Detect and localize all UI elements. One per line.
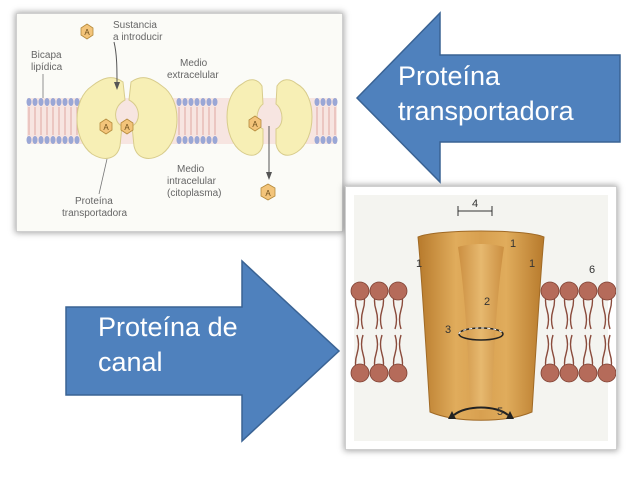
lipid-head <box>74 98 80 106</box>
channel-protein-image: 4 1 1 1 6 2 3 5 <box>346 187 616 449</box>
carrier-protein-open-outward: A A <box>76 77 178 159</box>
protein-label-2: transportadora <box>62 208 127 219</box>
lipid-head <box>369 363 389 383</box>
channel-protein-diagram: 4 1 1 1 6 2 3 5 <box>346 187 616 449</box>
molecule-label: A <box>84 28 90 37</box>
lipid-head <box>350 281 370 301</box>
channel-protein <box>417 230 545 421</box>
channel-protein-label-line1: Proteína de <box>98 312 238 342</box>
label-2: 2 <box>484 296 490 308</box>
extracellular-label-2: extracelular <box>167 70 219 81</box>
lipid-head <box>212 136 218 144</box>
molecule-label: A <box>265 189 271 198</box>
lipid-head <box>578 363 598 383</box>
carrier-protein-image: A A A Sustancia a introducir Bicapa lipí… <box>17 14 342 231</box>
lipid-head <box>188 98 194 106</box>
intracellular-label: Medio <box>177 164 205 175</box>
label-4: 4 <box>472 198 478 210</box>
lipid-head <box>74 136 80 144</box>
lipid-head <box>62 98 68 106</box>
channel-protein-label: Proteína de canal <box>98 310 238 380</box>
lipid-head <box>559 281 579 301</box>
label-1-right: 1 <box>529 258 535 270</box>
lipid-head <box>332 136 338 144</box>
lipid-head <box>44 136 50 144</box>
lipid-head <box>188 136 194 144</box>
lipid-bilayer <box>350 281 616 383</box>
molecule-label: A <box>252 120 258 129</box>
lipid-head <box>326 98 332 106</box>
lipid-head <box>314 136 320 144</box>
lipid-head <box>578 281 598 301</box>
lipid-head <box>26 136 32 144</box>
carrier-protein-diagram: A A A Sustancia a introducir Bicapa lipí… <box>17 14 342 231</box>
released-molecule <box>260 183 276 201</box>
lipid-head <box>320 98 326 106</box>
lipid-head <box>320 136 326 144</box>
lipid-head <box>540 363 560 383</box>
extracellular-label: Medio <box>180 58 208 69</box>
lipid-head <box>388 363 408 383</box>
lipid-head <box>176 98 182 106</box>
lipid-head <box>194 136 200 144</box>
molecule-label: A <box>124 123 130 132</box>
entry-arrow <box>113 41 118 85</box>
lipid-head <box>314 98 320 106</box>
intracellular-label-3: (citoplasma) <box>167 188 221 199</box>
lipid-head <box>182 136 188 144</box>
lipid-head <box>200 136 206 144</box>
label-6: 6 <box>589 264 595 276</box>
lipid-head <box>62 136 68 144</box>
lipid-head <box>38 98 44 106</box>
lipid-head <box>50 136 56 144</box>
lipid-head <box>350 363 370 383</box>
channel-protein-label-line2: canal <box>98 347 163 377</box>
lipid-head <box>56 136 62 144</box>
substance-label: Sustancia <box>113 20 157 31</box>
carrier-protein-callout-arrow: Proteína transportadora <box>355 10 625 185</box>
lipid-head <box>32 136 38 144</box>
lipid-head <box>200 98 206 106</box>
lipid-head <box>540 281 560 301</box>
lipid-head <box>559 363 579 383</box>
substance-label-2: a introducir <box>113 32 163 43</box>
label-1-left: 1 <box>416 258 422 270</box>
lipid-head <box>56 98 62 106</box>
lipid-head <box>212 98 218 106</box>
protein-label: Proteína <box>75 196 113 207</box>
lipid-head <box>206 136 212 144</box>
lipid-head <box>26 98 32 106</box>
channel-protein-callout-arrow: Proteína de canal <box>64 259 344 444</box>
lipid-head <box>68 136 74 144</box>
label-3: 3 <box>445 324 451 336</box>
lipid-head <box>332 98 338 106</box>
lipid-head <box>176 136 182 144</box>
bilayer-label-2: lipídica <box>31 62 63 73</box>
lipid-head <box>32 98 38 106</box>
lipid-head <box>206 98 212 106</box>
label-5: 5 <box>497 406 503 418</box>
carrier-protein-open-inward: A A <box>226 79 313 201</box>
lipid-head <box>68 98 74 106</box>
label-1-top: 1 <box>510 238 516 250</box>
lipid-head <box>50 98 56 106</box>
lipid-head <box>182 98 188 106</box>
lipid-head <box>388 281 408 301</box>
lipid-head <box>597 281 616 301</box>
incoming-molecule <box>80 23 94 40</box>
carrier-protein-label-line1: Proteína <box>398 61 501 91</box>
carrier-protein-label: Proteína transportadora <box>398 59 574 129</box>
lipid-head <box>369 281 389 301</box>
lipid-head <box>44 98 50 106</box>
molecule-label: A <box>103 123 109 132</box>
lipid-head <box>597 363 616 383</box>
lipid-head <box>194 98 200 106</box>
lipid-head <box>38 136 44 144</box>
lipid-head <box>326 136 332 144</box>
intracellular-label-2: intracelular <box>167 176 217 187</box>
carrier-protein-label-line2: transportadora <box>398 96 574 126</box>
bilayer-label: Bicapa <box>31 50 62 61</box>
